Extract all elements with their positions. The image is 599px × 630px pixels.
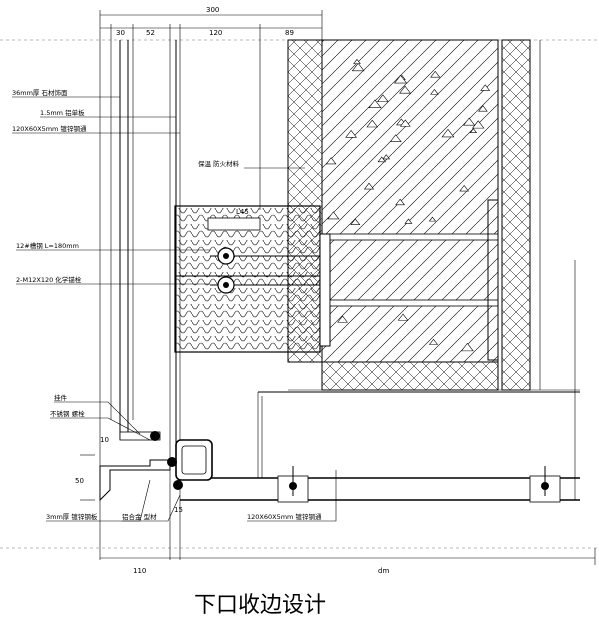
label-aluminum: 1.5mm 铝单板 xyxy=(40,108,85,117)
aggregate-mark xyxy=(325,157,337,165)
concrete-wall xyxy=(321,39,499,363)
label-channel: 12#槽钢 L=180mm xyxy=(16,241,79,250)
dim-120: 120 xyxy=(209,29,222,37)
anchor-bolts xyxy=(210,233,331,347)
top-dimension-chain: 300 30 52 120 89 xyxy=(99,6,323,560)
dim-50: 50 xyxy=(75,477,84,485)
aggregate-mark xyxy=(363,182,375,190)
label-steel-tube-2: 120X60X5mm 镀锌钢通 xyxy=(247,512,322,521)
aggregate-mark xyxy=(399,119,411,127)
label-steel-tube: 120X60X5mm 镀锌钢通 xyxy=(12,124,87,133)
aggregate-mark xyxy=(399,85,412,94)
frame-lines xyxy=(0,39,599,549)
aggregate-mark xyxy=(478,105,488,112)
aggregate-mark xyxy=(382,154,391,160)
aggregate-mark xyxy=(368,99,382,109)
dim-30: 30 xyxy=(116,29,125,37)
aggregate-mark xyxy=(471,120,485,129)
dim-10: 10 xyxy=(100,436,109,444)
caption: 下口收边设计 xyxy=(194,593,326,618)
aggregate-mark xyxy=(428,216,437,222)
dim-l45: L45 xyxy=(236,208,249,216)
label-anchor: 2-M12X120 化学锚栓 xyxy=(16,275,82,284)
aggregate-mark xyxy=(441,128,455,138)
aggregate-mark xyxy=(395,198,406,206)
aggregate-mark xyxy=(463,117,476,126)
label-hanger: 挂件 xyxy=(54,393,68,402)
soffit xyxy=(180,260,580,503)
aggregate-mark xyxy=(459,184,470,192)
label-profile: 铝合金 型材 xyxy=(122,512,157,521)
aggregate-mark xyxy=(397,313,409,321)
aggregate-mark xyxy=(469,128,478,133)
aggregate-mark xyxy=(351,62,365,72)
edge-detail: 10 50 15 xyxy=(75,431,213,514)
aggregate-mark xyxy=(337,315,348,323)
aggregate-mark xyxy=(345,129,358,138)
callouts: 36mm厚 石材饰面 1.5mm 铝单板 120X60X5mm 镀锌钢通 保温 … xyxy=(12,88,337,522)
aggregate-mark xyxy=(460,342,474,352)
dim-89: 89 xyxy=(285,29,294,37)
aggregate-mark xyxy=(389,134,402,143)
aggregate-mark xyxy=(353,58,361,64)
aggregate-mark xyxy=(480,84,491,91)
aggregate-mark xyxy=(377,156,387,163)
aggregate-mark xyxy=(327,211,340,220)
embedded-plates xyxy=(329,199,499,361)
dim-dm: dm xyxy=(378,567,389,575)
aggregate-mark xyxy=(393,74,408,84)
label-stone: 36mm厚 石材饰面 xyxy=(12,88,68,97)
aggregate-mark xyxy=(430,70,441,78)
dim-300: 300 xyxy=(206,6,219,14)
bottom-dimension: 110 dm xyxy=(100,548,596,575)
aggregate-mark xyxy=(350,218,361,226)
label-plate: 3mm厚 镀锌钢板 xyxy=(46,512,98,521)
aggregate-mark xyxy=(404,218,413,224)
label-insulation: 保温 防火材料 xyxy=(198,159,240,168)
aggregate-mark xyxy=(428,338,439,345)
label-bolt: 不锈钢 螺栓 xyxy=(50,409,85,418)
aggregate-mark xyxy=(430,88,439,95)
aggregate-mark xyxy=(366,119,379,128)
dim-15: 15 xyxy=(174,506,183,514)
dim-110: 110 xyxy=(133,567,146,575)
dim-52: 52 xyxy=(146,29,155,37)
channel-steel-block: L45 xyxy=(174,205,321,353)
aggregate-mark xyxy=(376,94,389,103)
